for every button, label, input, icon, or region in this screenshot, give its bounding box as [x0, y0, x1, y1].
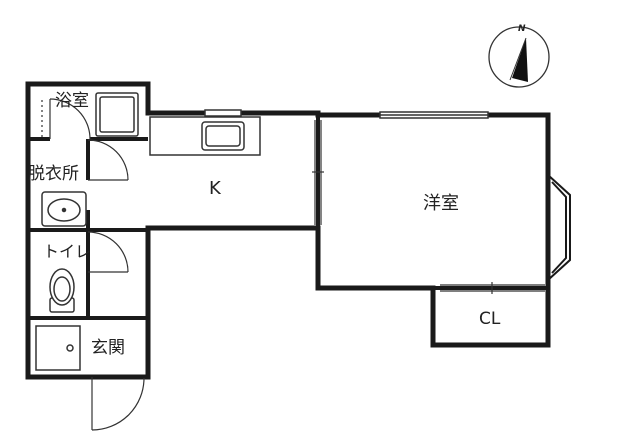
dressing-door [87, 139, 129, 181]
room-label-closet: CL [479, 309, 501, 329]
entrance-door [91, 377, 145, 431]
compass-icon [488, 26, 550, 88]
compass-north-label: N [518, 24, 526, 34]
room-label-entrance: 玄関 [91, 338, 125, 358]
kitchen-counter [149, 116, 261, 156]
bay-window [547, 174, 571, 281]
room-label-toilet: トイレ [43, 242, 92, 261]
room-label-dressing: 脱衣所 [28, 164, 79, 184]
room-label-bathroom: 浴室 [55, 91, 89, 111]
interior-walls [28, 115, 548, 320]
closet-doors [440, 282, 545, 294]
windows [204, 109, 489, 119]
toilet-door [87, 231, 129, 273]
sliding-door [312, 120, 324, 225]
room-label-kitchen: K [209, 178, 221, 199]
wash-basin [41, 191, 87, 227]
toilet-fixture [49, 268, 75, 313]
bath-door [41, 98, 91, 140]
shoe-cabinet [35, 325, 81, 371]
room-label-western: 洋室 [423, 193, 459, 214]
bathtub [95, 92, 139, 137]
